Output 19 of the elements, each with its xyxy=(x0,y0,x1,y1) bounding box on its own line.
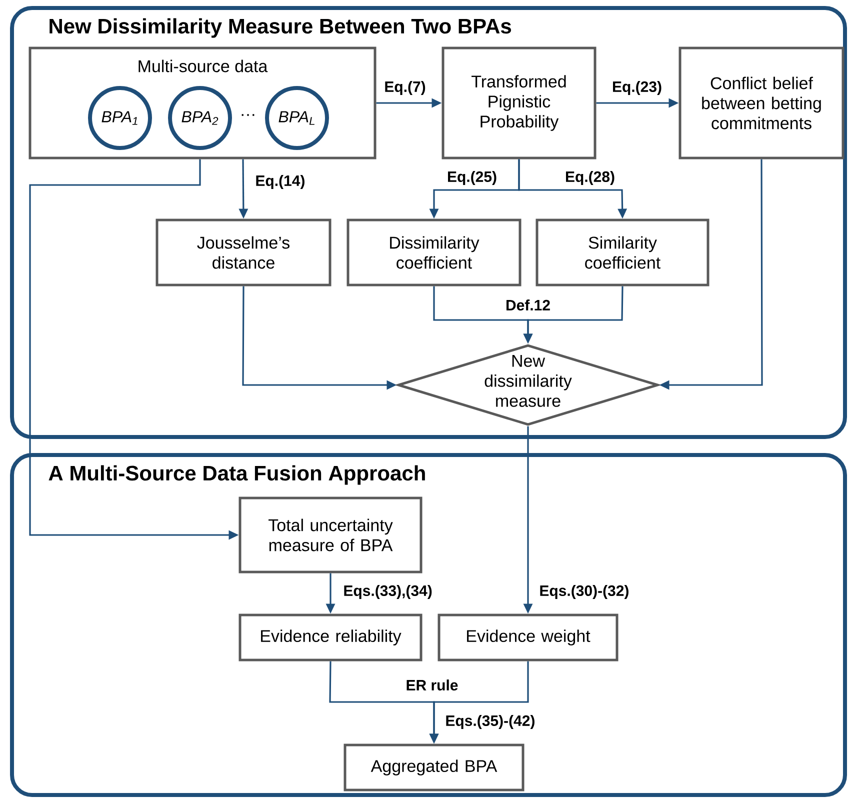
edge-label: Eq.(23) xyxy=(611,80,663,96)
process-box: Aggregated BPA xyxy=(344,744,524,792)
edge-label: Eqs.(33),(34) xyxy=(342,584,434,600)
edge-label: Eqs.(30)-(32) xyxy=(538,584,630,600)
edge-label: ER rule xyxy=(404,678,460,692)
edge-label: Eq.(28) xyxy=(564,170,616,186)
process-box: Jousselme’s distance xyxy=(156,218,332,286)
process-box: Conflict belief between betting commitments xyxy=(678,46,844,160)
edge-label: Eqs.(35)-(42) xyxy=(444,714,536,730)
process-box: Total uncertainty measure of BPA xyxy=(238,496,422,574)
process-box: Evidence weight xyxy=(438,614,618,662)
edge-label: Eq.(25) xyxy=(446,170,498,186)
process-box: Evidence reliability xyxy=(238,614,422,662)
process-box: Transformed Pignistic Probability xyxy=(442,46,596,160)
edge-label: Eq.(14) xyxy=(254,174,306,190)
process-box: Similarity coefficient xyxy=(536,218,710,286)
process-box: Dissimilarity coefficient xyxy=(346,218,522,286)
edge-label: Def.12 xyxy=(504,298,552,312)
edge-label: Eq.(7) xyxy=(383,80,427,96)
